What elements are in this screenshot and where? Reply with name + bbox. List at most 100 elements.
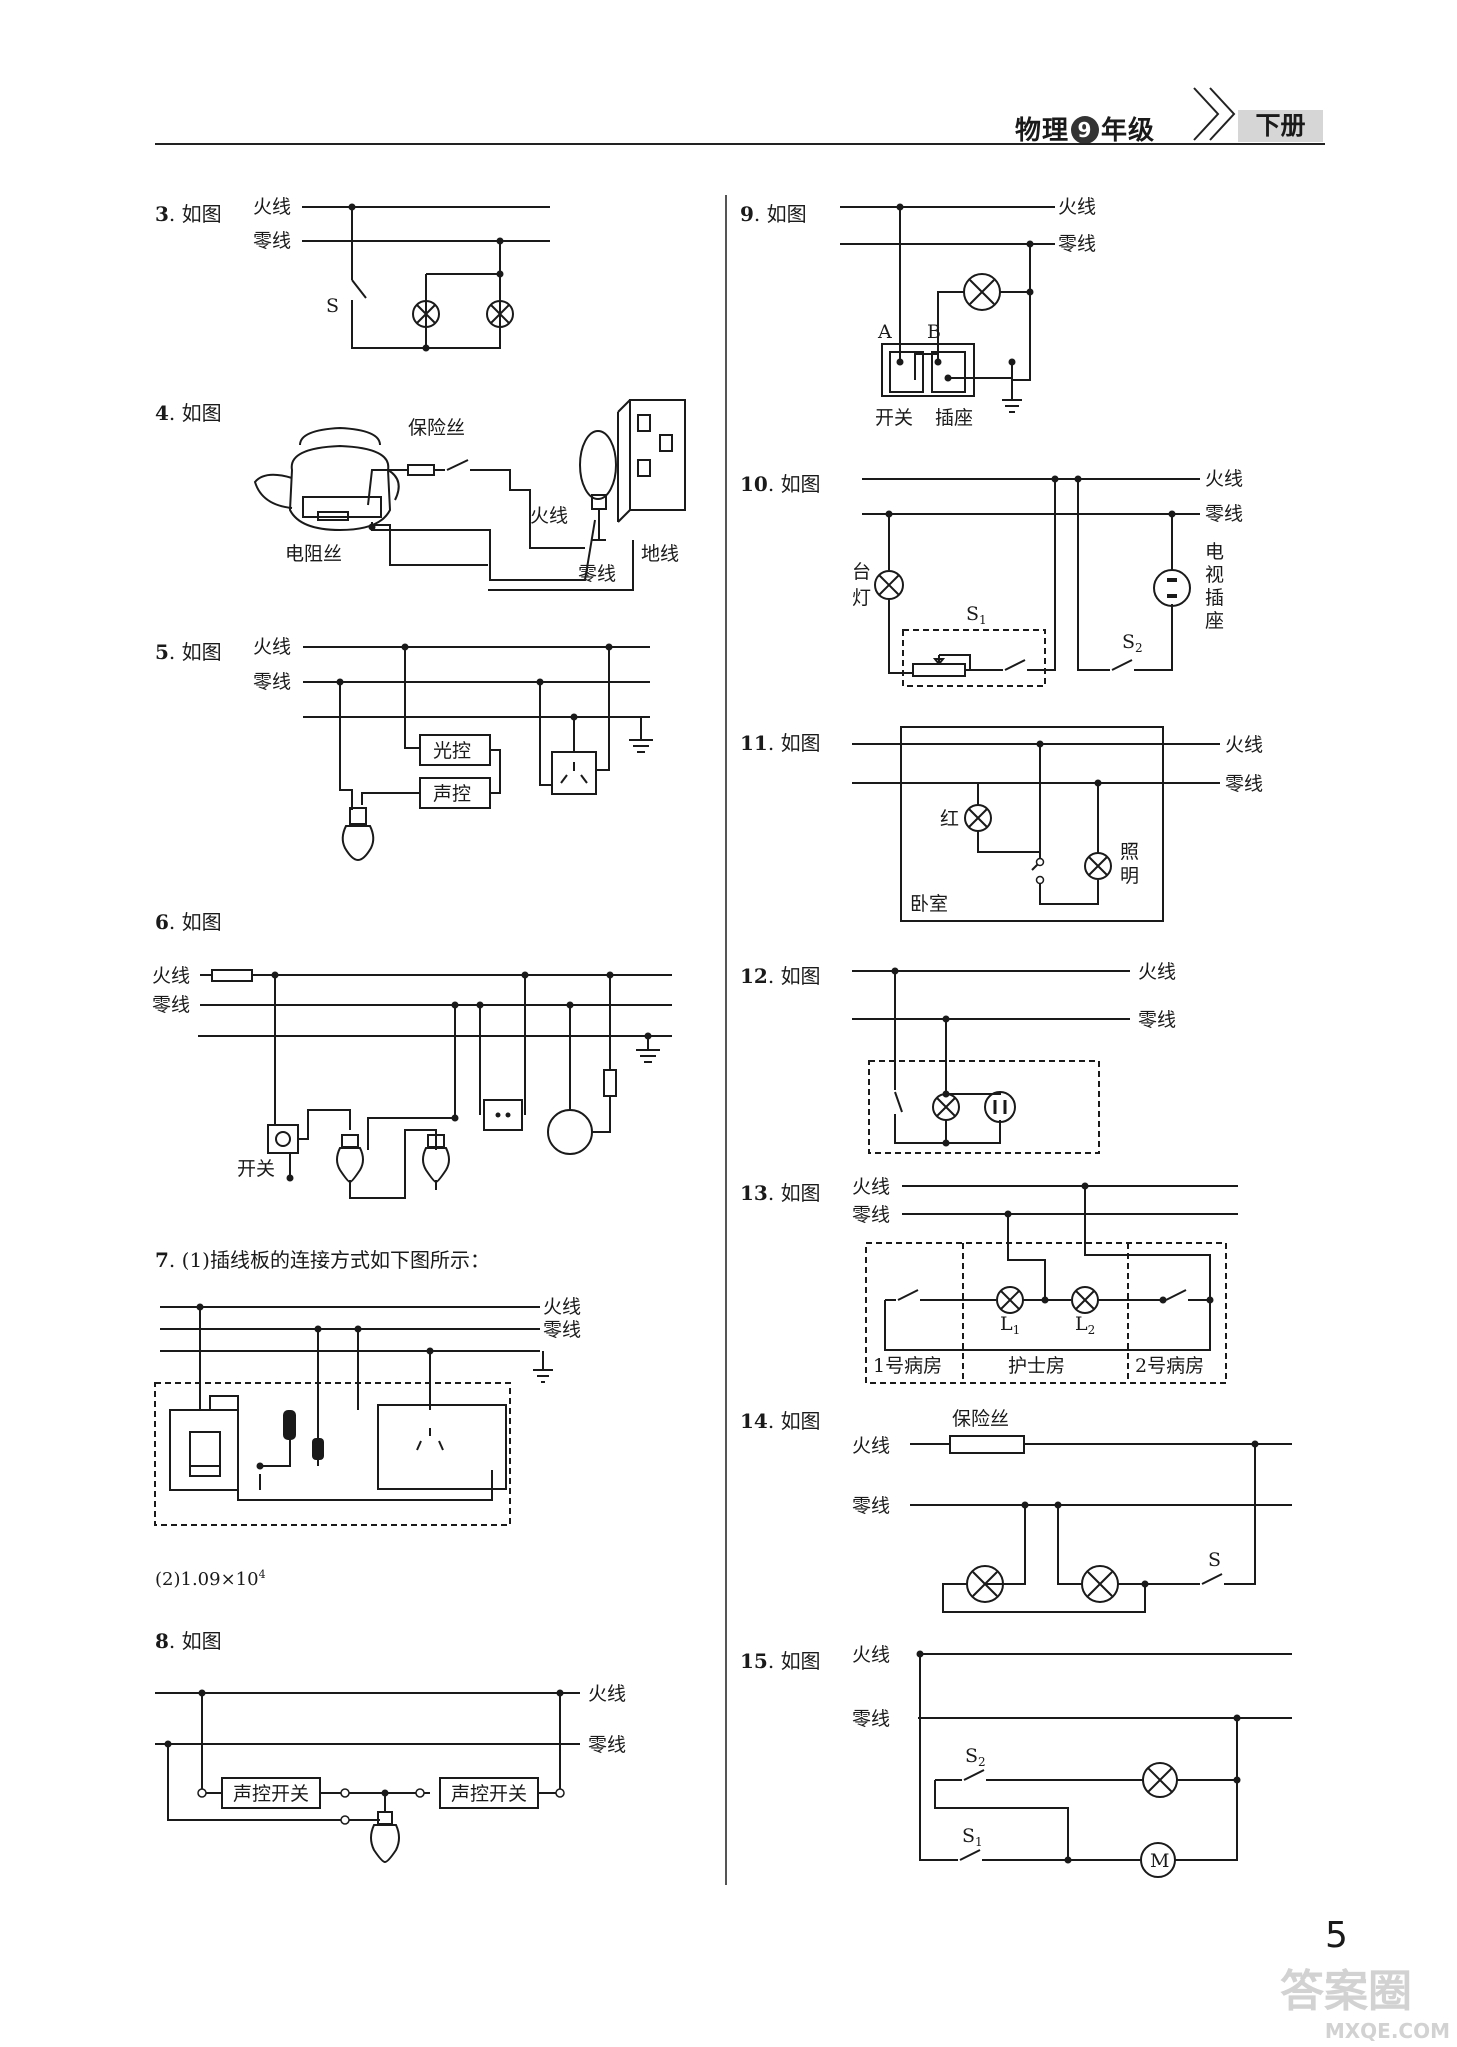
header-grade-suffix: 年级 — [1101, 116, 1156, 146]
fuse-label: 保险丝 — [408, 417, 465, 439]
question-3-label: 3. 如图 — [155, 202, 222, 226]
label-b: B — [927, 321, 941, 343]
bedroom-label: 卧室 — [910, 893, 948, 915]
question-text: 如图 — [181, 640, 222, 664]
question-number: 5 — [155, 640, 169, 664]
motor-label: M — [1150, 1850, 1169, 1872]
lamp-l1-label: L1 — [1000, 1313, 1020, 1337]
grade-badge: 9 — [1071, 116, 1100, 144]
neutral-wire-label: 零线 — [253, 671, 291, 693]
neutral-wire-label: 零线 — [852, 1708, 890, 1730]
neutral-wire-label: 零线 — [852, 1495, 890, 1517]
kettle-lid — [299, 426, 381, 446]
question-text: 如图 — [780, 731, 821, 755]
neutral-wire-label: 零线 — [578, 563, 616, 585]
desk-lamp-label-1: 台 — [852, 561, 871, 583]
neutral-wire-label: 零线 — [1058, 233, 1096, 255]
question-number: 7 — [155, 1248, 169, 1272]
hot-wire-label: 火线 — [852, 1176, 890, 1198]
question-12-label: 12. 如图 — [740, 964, 821, 988]
question-11-label: 11. 如图 — [740, 731, 821, 755]
switch-s1-label: S1 — [962, 1825, 983, 1849]
question-number: 10 — [740, 472, 768, 496]
sound-control-label: 声控 — [433, 783, 471, 805]
lamp-l2-label: L2 — [1075, 1313, 1095, 1337]
question-text: 如图 — [780, 472, 821, 496]
switch-label: 开关 — [237, 1158, 275, 1180]
chevron-right-icon — [1193, 87, 1236, 141]
question-text: 如图 — [780, 1409, 821, 1433]
question-number: 15 — [740, 1649, 768, 1673]
neutral-wire-label: 零线 — [1205, 503, 1243, 525]
hot-wire-label: 火线 — [1225, 734, 1263, 756]
question-7-label: 7. (1)插线板的连接方式如下图所示： — [155, 1248, 490, 1272]
ward-1-label: 1号病房 — [873, 1355, 942, 1377]
lighting-label-1: 照 — [1120, 841, 1139, 863]
neutral-wire-label: 零线 — [852, 1204, 890, 1226]
hot-wire-label: 火线 — [152, 965, 190, 987]
question-14-label: 14. 如图 — [740, 1409, 821, 1433]
hot-wire-label: 火线 — [253, 636, 291, 658]
hot-wire-label: 火线 — [1138, 961, 1176, 983]
watermark-mark: 答案圈 — [1280, 1966, 1412, 2017]
question-number: 14 — [740, 1409, 768, 1433]
answer-text: (2)1.09×10 — [155, 1569, 259, 1590]
neutral-wire-label: 零线 — [152, 994, 190, 1016]
sound-switch-left-label: 声控开关 — [233, 1783, 309, 1805]
question-text: (1)插线板的连接方式如下图所示： — [181, 1248, 490, 1272]
hot-wire-label: 火线 — [530, 505, 568, 527]
sound-switch-right-label: 声控开关 — [451, 1783, 527, 1805]
question-15-label: 15. 如图 — [740, 1649, 821, 1673]
page-number: 5 — [1325, 1915, 1348, 1956]
question-text: 如图 — [780, 1649, 821, 1673]
question-text: 如图 — [780, 964, 821, 988]
hot-wire-label: 火线 — [1205, 468, 1243, 490]
hot-wire-label: 火线 — [588, 1683, 626, 1705]
header-subject: 物理 — [1015, 116, 1070, 146]
watermark-logo: 答案圈 MXQE.COM — [1280, 1955, 1450, 2043]
question-text: 如图 — [181, 910, 222, 934]
neutral-wire-label: 零线 — [1138, 1009, 1176, 1031]
header-volume: 下册 — [1238, 110, 1323, 142]
ward-2-label: 2号病房 — [1135, 1355, 1204, 1377]
question-text: 如图 — [780, 1181, 821, 1205]
hot-wire-label: 火线 — [1058, 196, 1096, 218]
switch-s2-label: S2 — [965, 1745, 986, 1769]
hot-wire-label: 火线 — [852, 1644, 890, 1666]
hot-wire-label: 火线 — [852, 1435, 890, 1457]
tv-socket-label-2: 视 — [1205, 564, 1224, 586]
question-number: 3 — [155, 202, 169, 226]
neutral-wire-label: 零线 — [253, 230, 291, 252]
tv-socket-label-4: 座 — [1205, 610, 1224, 632]
switch-label: 开关 — [875, 407, 913, 429]
question-4-label: 4. 如图 — [155, 401, 222, 425]
fuse-label: 保险丝 — [952, 1408, 1009, 1430]
question-7-answer2: (2)1.09×104 — [155, 1568, 266, 1590]
watermark-url: MXQE.COM — [1324, 2019, 1450, 2043]
resistor-label: 电阻丝 — [285, 543, 342, 565]
hot-wire-label: 火线 — [253, 196, 291, 218]
lighting-label-2: 明 — [1120, 865, 1139, 887]
question-13-label: 13. 如图 — [740, 1181, 821, 1205]
question-number: 8 — [155, 1629, 169, 1653]
socket-label: 插座 — [935, 407, 973, 429]
question-10-label: 10. 如图 — [740, 472, 821, 496]
desk-lamp-label-2: 灯 — [852, 587, 871, 609]
label-a: A — [877, 321, 892, 343]
red-lamp-label: 红 — [940, 808, 959, 830]
hot-wire-label: 火线 — [543, 1296, 581, 1318]
light-control-label: 光控 — [433, 740, 471, 762]
neutral-wire-label: 零线 — [1225, 773, 1263, 795]
neutral-wire-label: 零线 — [543, 1319, 581, 1341]
